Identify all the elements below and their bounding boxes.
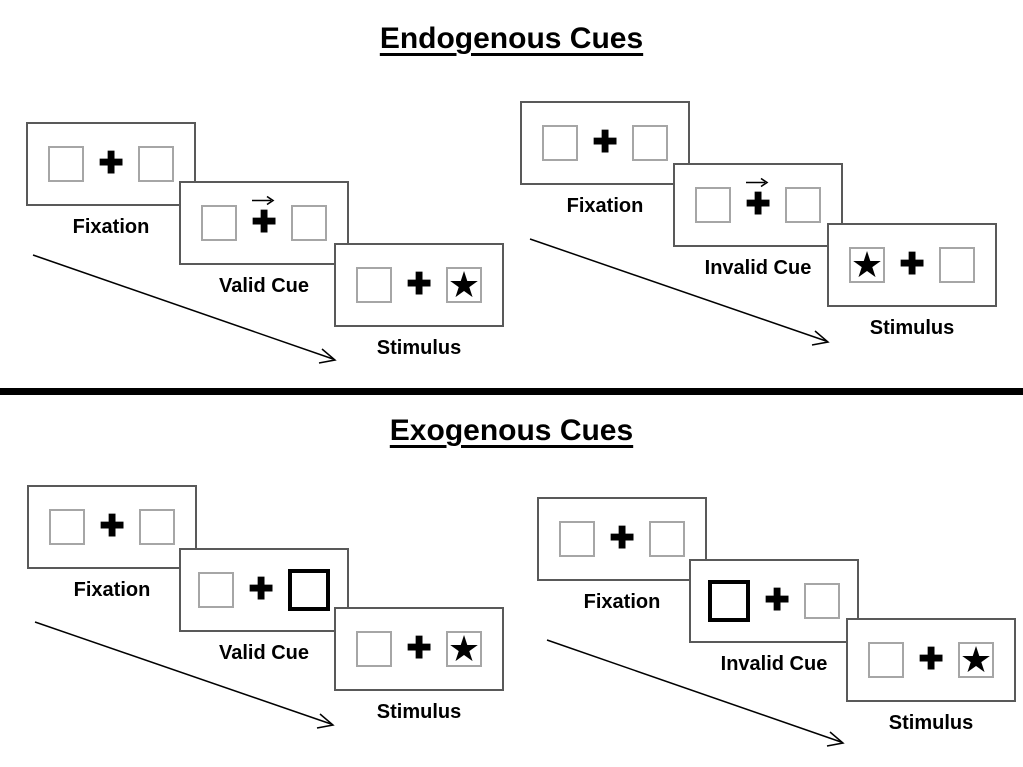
plus-icon: ✚: [592, 126, 618, 159]
timeline-arrow: [32, 254, 337, 364]
right-box: [632, 125, 668, 161]
fixation-cross: ✚: [406, 268, 432, 301]
star-icon: ★: [447, 264, 481, 305]
panel-fixation: ✚ Fixation: [26, 122, 196, 238]
fixation-cross: ✚: [248, 573, 274, 606]
left-box: [48, 146, 84, 182]
timeline-arrow: [529, 238, 830, 346]
panel-label: Valid Cue: [218, 642, 310, 664]
panel-fixation: ✚ Fixation: [27, 485, 197, 601]
panel-invalid-cue: ✚ Invalid Cue: [689, 559, 859, 675]
plus-icon: ✚: [248, 573, 274, 606]
panel-fixation: ✚ Fixation: [520, 101, 690, 217]
left-box: [49, 509, 85, 545]
panel-label: Stimulus: [869, 317, 955, 339]
right-box: ★: [446, 267, 482, 303]
fixation-cross: ✚: [99, 510, 125, 543]
right-box: [288, 569, 330, 611]
plus-icon: ✚: [899, 248, 925, 281]
arrow-cue-icon: [746, 175, 770, 188]
plus-icon: ✚: [98, 147, 124, 180]
left-box: [695, 187, 731, 223]
panel-label: Fixation: [583, 591, 661, 613]
star-icon: ★: [447, 628, 481, 669]
left-box: ★: [849, 247, 885, 283]
right-box: [139, 509, 175, 545]
panel-stimulus: ✚ ★ Stimulus: [334, 243, 504, 359]
panel-label: Fixation: [566, 195, 644, 217]
panel-label: Stimulus: [888, 712, 974, 734]
panel-label: Stimulus: [376, 701, 462, 723]
fixation-cross: ✚: [764, 584, 790, 617]
plus-icon: ✚: [609, 522, 635, 555]
fixation-cross: ✚: [609, 522, 635, 555]
panel-invalid-cue: ✚ Invalid Cue: [673, 163, 843, 279]
panel-label: Valid Cue: [218, 275, 310, 297]
left-box: [201, 205, 237, 241]
section-divider: [0, 388, 1023, 395]
panel-valid-cue: ✚ Valid Cue: [179, 181, 349, 297]
panel-label: Fixation: [73, 579, 151, 601]
panel-label: Invalid Cue: [720, 653, 828, 675]
panel-stimulus: ✚ ★ Stimulus: [334, 607, 504, 723]
panel-stimulus: ★ ✚ Stimulus: [827, 223, 997, 339]
timeline-arrow: [546, 639, 845, 747]
left-box: [542, 125, 578, 161]
fixation-cross: ✚: [899, 248, 925, 281]
right-box: [939, 247, 975, 283]
panel-label: Fixation: [72, 216, 150, 238]
arrow-cue-icon: [252, 193, 276, 206]
exogenous-section-title: Exogenous Cues: [389, 414, 634, 447]
right-box: [785, 187, 821, 223]
plus-icon: ✚: [251, 206, 277, 239]
right-box: [291, 205, 327, 241]
left-box: [708, 580, 750, 622]
left-box: [356, 267, 392, 303]
plus-icon: ✚: [745, 188, 771, 221]
panel-stimulus: ✚ ★ Stimulus: [846, 618, 1016, 734]
right-box: [649, 521, 685, 557]
star-icon: ★: [850, 244, 884, 285]
timeline-arrow: [34, 621, 335, 729]
fixation-cross: ✚: [592, 126, 618, 159]
fixation-cross: ✚: [745, 177, 771, 221]
panel-label: Stimulus: [376, 337, 462, 359]
fixation-cross: ✚: [406, 632, 432, 665]
right-box: ★: [446, 631, 482, 667]
panel-valid-cue: ✚ Valid Cue: [179, 548, 349, 664]
right-box: ★: [958, 642, 994, 678]
fixation-cross: ✚: [918, 643, 944, 676]
plus-icon: ✚: [406, 268, 432, 301]
star-icon: ★: [959, 639, 993, 680]
right-box: [804, 583, 840, 619]
fixation-cross: ✚: [98, 147, 124, 180]
fixation-cross: ✚: [251, 195, 277, 239]
left-box: [198, 572, 234, 608]
panel-label: Invalid Cue: [704, 257, 812, 279]
plus-icon: ✚: [764, 584, 790, 617]
right-box: [138, 146, 174, 182]
endogenous-section-title: Endogenous Cues: [379, 22, 644, 55]
plus-icon: ✚: [99, 510, 125, 543]
left-box: [868, 642, 904, 678]
plus-icon: ✚: [406, 632, 432, 665]
plus-icon: ✚: [918, 643, 944, 676]
left-box: [559, 521, 595, 557]
panel-fixation: ✚ Fixation: [537, 497, 707, 613]
left-box: [356, 631, 392, 667]
